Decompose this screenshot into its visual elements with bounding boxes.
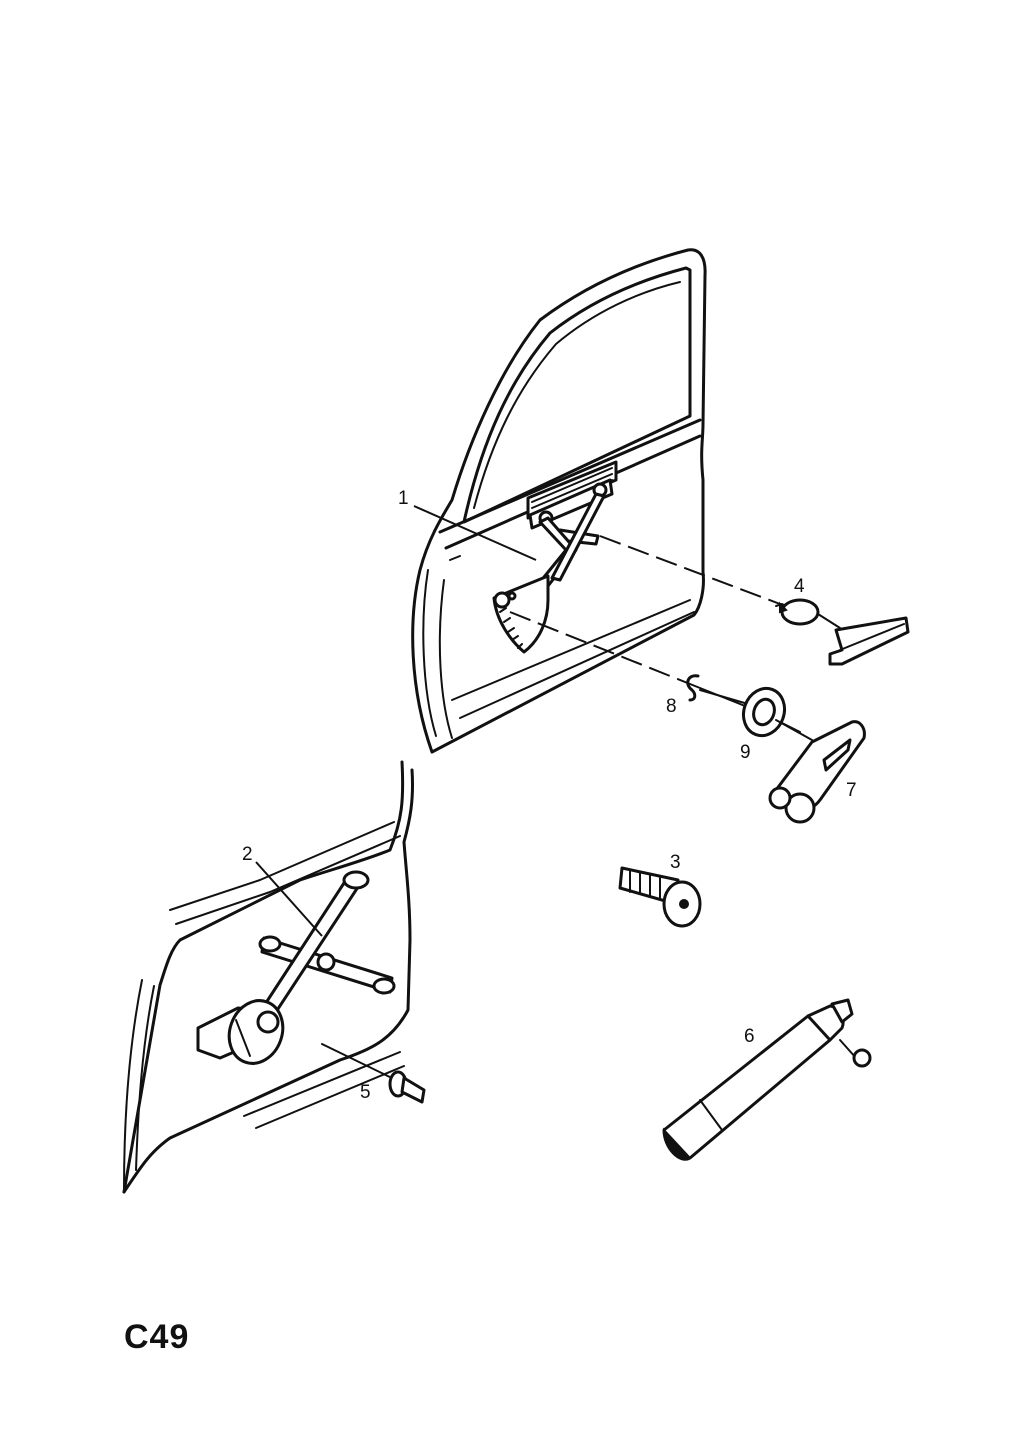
bolt-part-3 (618, 866, 702, 928)
washer-part-9 (741, 686, 813, 741)
window-crank-handle-part-7 (768, 720, 866, 824)
callout-8: 8 (666, 696, 677, 717)
callout-5: 5 (360, 1082, 371, 1103)
callout-9: 9 (740, 742, 751, 763)
callout-6: 6 (744, 1026, 755, 1047)
regulator-mechanism-lower (196, 870, 396, 1065)
callout-2: 2 (242, 844, 253, 865)
spring-clip-part-8 (686, 674, 749, 705)
callout-4: 4 (794, 576, 805, 597)
clip-part-4 (775, 598, 910, 666)
page-code: C49 (124, 1318, 190, 1356)
callout-3: 3 (670, 852, 681, 873)
regulator-mechanism-upper (492, 460, 618, 654)
rear-door-panel (122, 760, 414, 1194)
callout-7: 7 (846, 780, 857, 801)
sealant-tube-part-6 (662, 998, 872, 1161)
leader-lines (255, 505, 537, 937)
rivet-part-5 (321, 1043, 426, 1104)
callout-1: 1 (398, 488, 409, 509)
